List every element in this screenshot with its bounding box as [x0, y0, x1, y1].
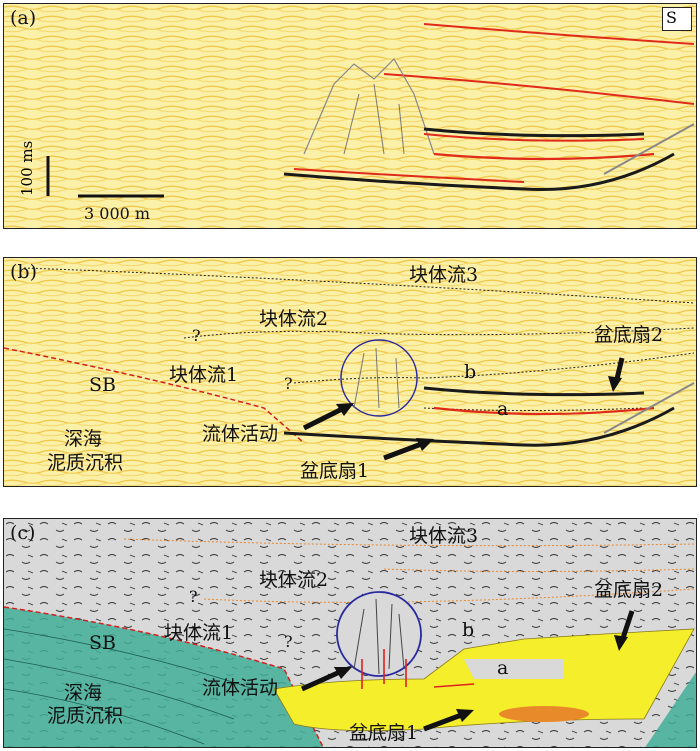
label-horizon-a: a	[497, 657, 509, 679]
label-sb: SB	[89, 374, 116, 396]
label-horizon-b: b	[462, 619, 475, 641]
panel-a-seismic-section: (a) S 100 ms 3 000 m	[3, 3, 697, 229]
seismic-image-a	[4, 4, 696, 228]
label-mud-deposit: 泥质沉积	[47, 705, 124, 727]
panel-b-interpreted-section: (b) 块体流3 块体流2 块体流1 SB 深海 泥质沉积 流体活动 盆底扇1 …	[3, 257, 697, 487]
label-mtd3: 块体流3	[409, 525, 479, 547]
label-deep-sea: 深海	[64, 682, 103, 704]
label-mud-deposit: 泥质沉积	[47, 452, 124, 474]
label-question-1: ?	[189, 587, 198, 606]
label-basin-fan-1: 盆底扇1	[300, 460, 370, 482]
label-mtd1: 块体流1	[169, 364, 239, 386]
label-basin-fan-1: 盆底扇1	[349, 722, 419, 744]
label-question-2: ?	[284, 374, 293, 393]
label-mtd1: 块体流1	[164, 622, 234, 644]
panel-a-label: (a)	[10, 7, 37, 29]
label-fluid-activity: 流体活动	[202, 423, 279, 445]
label-deep-sea: 深海	[64, 428, 103, 450]
panel-c-geologic-model: (c) 块体流3 块体流2 块体流1 SB 深海 泥质沉积 流体活动 盆底扇1 …	[3, 518, 697, 748]
label-fluid-activity: 流体活动	[202, 677, 279, 699]
label-question-2: ?	[284, 632, 293, 651]
label-sb: SB	[89, 632, 116, 654]
distance-scale-label: 3 000 m	[84, 204, 151, 223]
label-horizon-a: a	[497, 398, 509, 420]
label-question-1: ?	[192, 326, 201, 345]
label-basin-fan-2: 盆底扇2	[594, 324, 664, 346]
label-basin-fan-2: 盆底扇2	[594, 579, 664, 601]
panel-c-label: (c)	[10, 522, 36, 544]
direction-indicator: S	[662, 7, 692, 31]
model-image-c	[4, 519, 696, 747]
time-scale-label: 100 ms	[18, 140, 36, 196]
label-horizon-b: b	[464, 361, 477, 383]
panel-b-label: (b)	[10, 261, 37, 283]
label-mtd3: 块体流3	[409, 264, 479, 286]
seismic-image-b	[4, 258, 696, 486]
label-mtd2: 块体流2	[259, 308, 329, 330]
label-mtd2: 块体流2	[259, 569, 329, 591]
